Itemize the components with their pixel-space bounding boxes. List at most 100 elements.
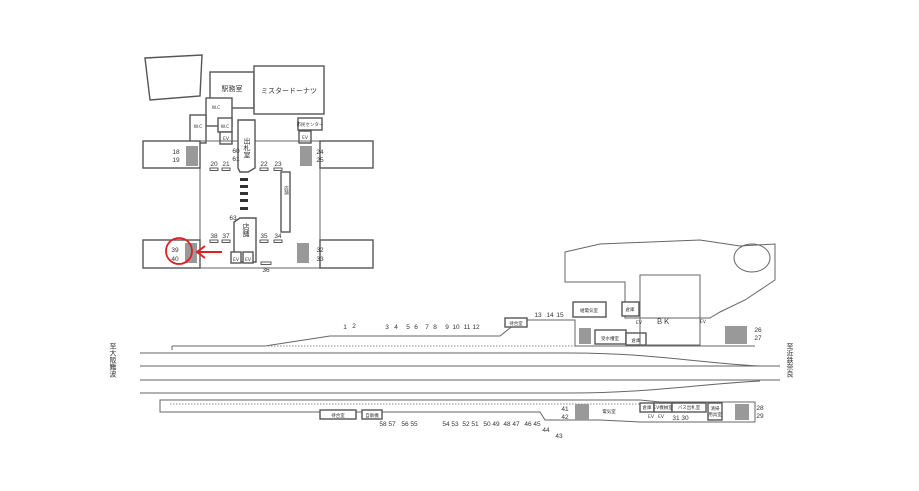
spot-number: 46	[524, 421, 532, 428]
label-ev: EV	[245, 257, 252, 263]
label-vending: 自販機	[365, 412, 379, 419]
spot-number: 55	[410, 421, 418, 428]
spot-number: 6	[414, 324, 418, 331]
spot-number: 51	[471, 421, 479, 428]
stairs	[579, 328, 591, 344]
spot-number: 5	[406, 324, 410, 331]
label-waiting-room: 待合室	[331, 412, 345, 419]
label-bus-ticket: バス出札室	[678, 404, 701, 411]
label-ev: EV	[700, 319, 707, 325]
label-ticket-office: 出札室	[243, 137, 251, 159]
red-arrow-icon	[195, 245, 222, 259]
spot-number: 34	[274, 233, 282, 240]
building-block	[144, 54, 203, 101]
label-wc: W.C	[194, 124, 203, 130]
spot-number: 2	[352, 323, 356, 330]
elevator	[298, 130, 312, 144]
stairs	[725, 326, 747, 344]
label-ev: EV	[223, 136, 230, 142]
spot-number: 9	[445, 324, 449, 331]
label-center: 市民センター	[297, 121, 324, 128]
direction-osaka-namba: 至大阪難波	[109, 343, 117, 379]
spot-number: 54	[442, 421, 450, 428]
gates	[240, 178, 248, 210]
storage	[625, 332, 647, 346]
spot-number: 11	[464, 324, 471, 331]
upper-numbers: 1 2 3 4 5 6 7 8 9 10 11 12 13 14 15	[343, 312, 564, 331]
spot-number: 14	[546, 312, 554, 319]
spot-number: 33	[316, 256, 324, 263]
stairs	[186, 146, 198, 166]
spot-number: 38	[210, 233, 218, 240]
exit-east-south	[319, 239, 374, 269]
track	[140, 380, 761, 394]
label-wc: W.C	[221, 124, 230, 130]
label-storage: 倉庫	[632, 337, 641, 344]
spot-number: 36	[262, 267, 270, 274]
spot-number: 25	[316, 157, 324, 164]
center-room	[297, 117, 323, 131]
stairs	[735, 404, 749, 420]
spot-number: 8	[433, 324, 437, 331]
label-electric-room: 電気室	[602, 408, 616, 415]
spot-number: 41	[561, 406, 569, 413]
label-mister-donut: ミスタードーナツ	[261, 86, 317, 95]
label-bk: ＢＫ	[656, 318, 670, 326]
elevator	[230, 251, 242, 264]
storage	[621, 301, 640, 317]
spot-number: 32	[316, 247, 324, 254]
spot-number: 26	[754, 327, 762, 334]
spot-number: 3	[385, 324, 389, 331]
relay-room	[572, 301, 607, 318]
spot-number: 27	[754, 335, 762, 342]
lower-platform-edge	[159, 399, 756, 423]
spot-number: 57	[388, 421, 396, 428]
label-storage: 倉庫	[643, 404, 652, 411]
spot-number: 53	[451, 421, 459, 428]
shop-east	[280, 171, 291, 233]
label-shop: 店舗	[242, 222, 250, 238]
spot-number: 58	[379, 421, 387, 428]
side-numbers: 41 42 26 27 28 29 31 30	[561, 327, 764, 422]
spot-number: 10	[452, 324, 460, 331]
label-waiting-room: 待合室	[509, 320, 523, 327]
spot-number: 45	[533, 421, 541, 428]
spot-number: 20	[210, 161, 218, 168]
label-water-tank: 受水槽室	[601, 335, 619, 342]
direction-kintetsu-nara: 至近鉄奈良	[786, 343, 794, 379]
spot-number: 49	[492, 421, 500, 428]
spot-number: 47	[512, 421, 520, 428]
spot-number: 7	[425, 324, 429, 331]
spot-number: 29	[756, 413, 764, 420]
label-relay-room: 継電気室	[580, 307, 598, 314]
spot-number: 21	[222, 161, 230, 168]
label-storage: 倉庫	[626, 306, 635, 313]
label-ev: EV	[302, 135, 309, 141]
label-ev: EV	[233, 257, 240, 263]
stairs	[297, 243, 309, 263]
vending-area	[361, 409, 383, 420]
label-ev: EV	[636, 320, 643, 326]
concourse-map: 駅務室 ミスタードーナツ W.C W.C W.C EV 市民センター EV EV…	[142, 54, 374, 274]
label-shop: 店舗	[284, 184, 289, 196]
spot-number: 15	[556, 312, 564, 319]
concourse-floor	[199, 140, 321, 269]
building-outline	[564, 239, 776, 319]
spot-number: 50	[483, 421, 491, 428]
cleaning-room	[707, 402, 723, 421]
spot-number: 30	[681, 415, 689, 422]
spot-number: 63	[229, 215, 237, 222]
label-ev: EV	[648, 414, 655, 420]
exit-east-north	[319, 140, 374, 169]
spot-number: 24	[316, 149, 324, 156]
label-station-office: 駅務室	[222, 84, 243, 93]
spot-number: 1	[343, 324, 347, 331]
bk-area	[639, 274, 701, 346]
spot-number: 42	[561, 414, 569, 421]
label-cleaning-room: 用具室	[708, 411, 722, 418]
mister-donut	[253, 65, 325, 115]
label-ev-machine-room: EV機械室	[653, 404, 673, 411]
spot-number: 23	[274, 161, 282, 168]
spot-number: 31	[672, 415, 680, 422]
